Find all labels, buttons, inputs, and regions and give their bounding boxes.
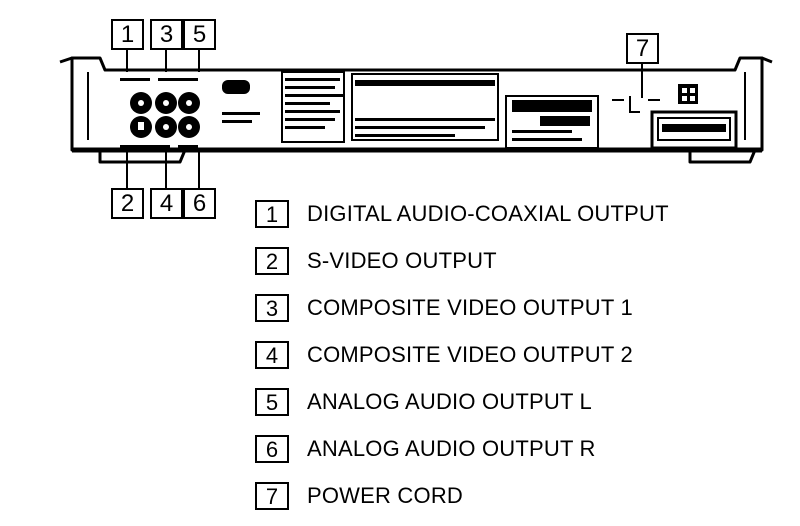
chassis-foot-left (98, 149, 187, 164)
chassis-outline (70, 56, 764, 152)
legend-label: COMPOSITE VIDEO OUTPUT 2 (307, 342, 633, 367)
legend-number: 6 (255, 435, 289, 463)
callout-3: 3 (150, 19, 183, 50)
legend-number: 3 (255, 294, 289, 322)
legend-label: POWER CORD (307, 483, 463, 508)
chassis-top-edge (59, 56, 773, 64)
legend-label: ANALOG AUDIO OUTPUT R (307, 436, 596, 461)
callout-5: 5 (183, 19, 216, 50)
callout-6: 6 (183, 188, 216, 219)
panel-label-texture (120, 78, 495, 148)
callout-2: 2 (111, 188, 144, 219)
chassis-foot-right (688, 149, 757, 164)
callout-4: 4 (150, 188, 183, 219)
legend-number: 4 (255, 341, 289, 369)
legend-number: 1 (255, 200, 289, 228)
connector-jacks (130, 92, 200, 138)
callout-1: 1 (111, 19, 144, 50)
legend-label: ANALOG AUDIO OUTPUT L (307, 389, 592, 414)
legend-label: S-VIDEO OUTPUT (307, 248, 497, 273)
callout-7: 7 (626, 33, 659, 64)
legend-label: DIGITAL AUDIO-COAXIAL OUTPUT (307, 201, 669, 226)
legend-number: 7 (255, 482, 289, 510)
legend-number: 5 (255, 388, 289, 416)
legend-label: COMPOSITE VIDEO OUTPUT 1 (307, 295, 633, 320)
legend-number: 2 (255, 247, 289, 275)
